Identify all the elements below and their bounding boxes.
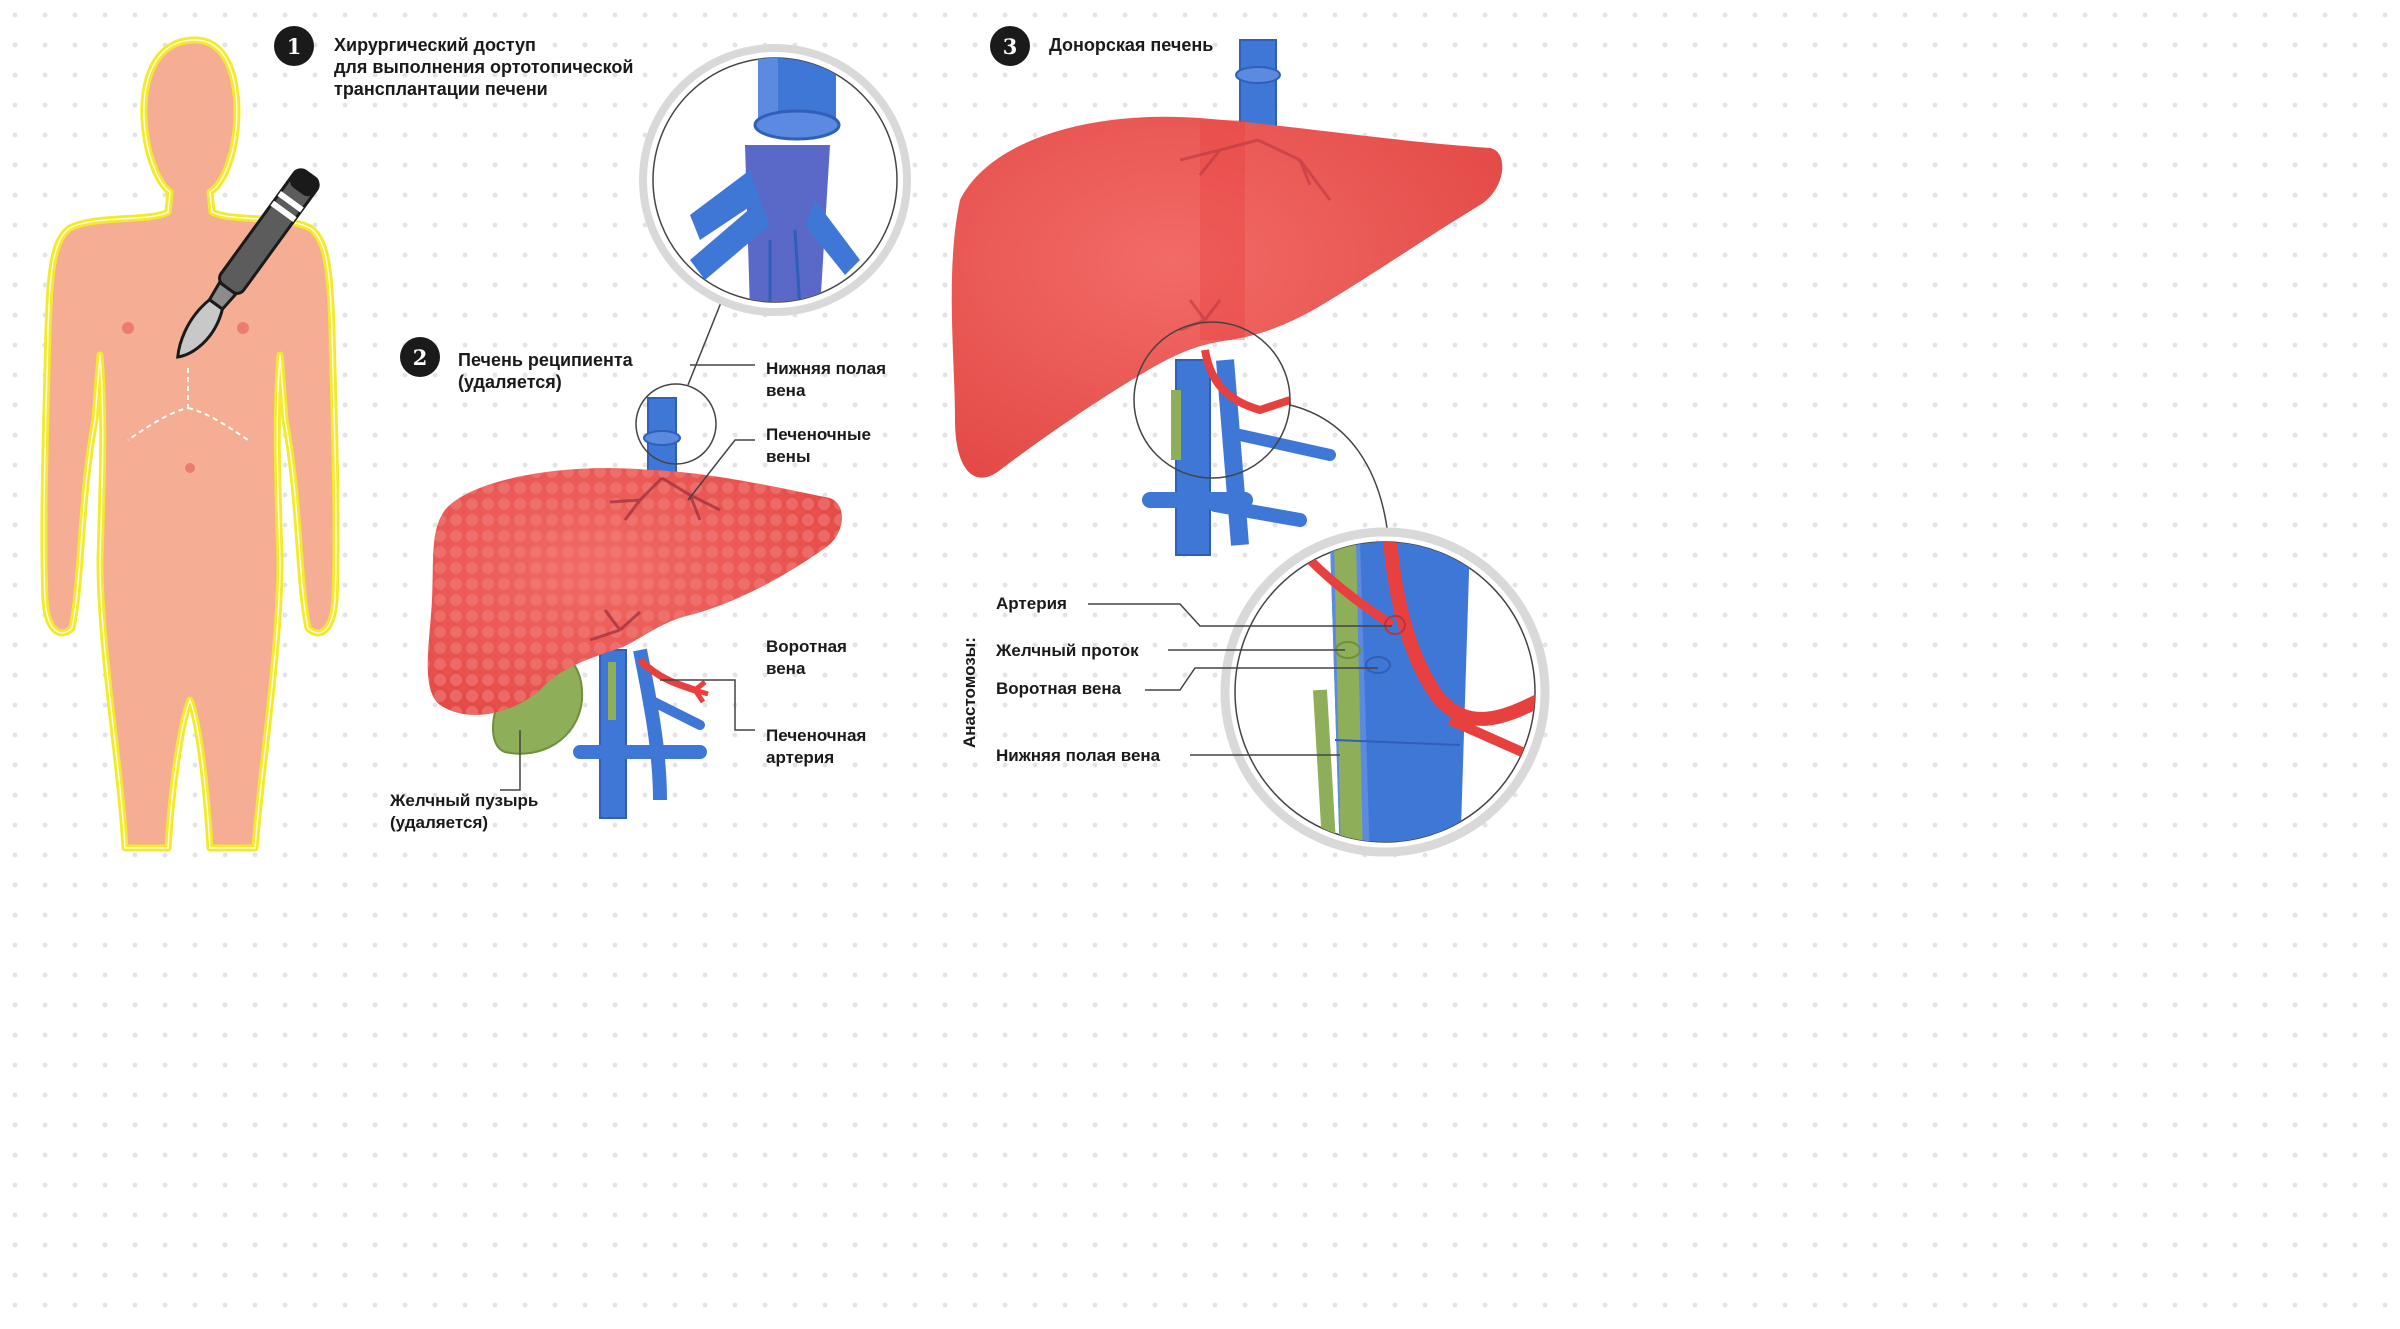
illustration (40, 36, 1550, 857)
donor-zoom-marker (1133, 321, 1291, 479)
step-2-title: Печень реципиента (удаляется) (458, 349, 633, 393)
step-2-title-line-1: Печень реципиента (458, 350, 633, 370)
anastomoses-heading: Анастомозы: (960, 637, 979, 748)
label-gallbladder: Желчный пузырь (удаляется) (390, 791, 539, 832)
anastomosis-portal-vein: Воротная вена (996, 679, 1122, 698)
label-portal-vein: Воротная вена (766, 637, 847, 678)
donor-liver (951, 116, 1503, 478)
body-outline (40, 36, 340, 852)
anastomosis-ivc: Нижняя полая вена (996, 746, 1161, 765)
scalpel-icon (176, 168, 320, 359)
anastomosis-zoom-detail (1306, 542, 1535, 842)
ivc-zoom-detail (690, 58, 860, 302)
step-1-title: Хирургический доступ для выполнения орто… (334, 34, 633, 100)
step-1-badge: 1 (274, 26, 314, 66)
recipient-zoom-marker (635, 383, 717, 465)
donor-hepatic-artery (1201, 349, 1292, 415)
step-3-badge: 3 (990, 26, 1030, 66)
step-1-title-line-2: для выполнения ортотопической (334, 57, 634, 77)
right-nipple (237, 322, 249, 334)
human-body-figure (40, 36, 340, 852)
label-hepatic-artery: Печеночная артерия (766, 726, 867, 767)
anastomosis-bile-duct: Желчный проток (996, 641, 1139, 660)
donor-portal-vein (1216, 359, 1249, 546)
step-1-title-line-3: трансплантации печени (334, 79, 548, 99)
left-nipple (122, 322, 134, 334)
donor-ivc-bottom (1175, 359, 1211, 556)
label-hepatic-veins: Печеночные вены (766, 425, 871, 466)
step-2-title-line-2: (удаляется) (458, 372, 562, 392)
recipient-liver-group (427, 397, 842, 819)
donor-hepatic-veins (1179, 138, 1332, 332)
recipient-hepatic-veins (589, 476, 721, 642)
step-2-badge: 2 (400, 337, 440, 377)
donor-liver-group (951, 39, 1503, 556)
leader-lines (500, 364, 1392, 791)
incision-line (127, 368, 249, 441)
label-inferior-vena-cava: Нижняя полая вена (766, 359, 887, 400)
navel (185, 463, 195, 473)
diagram-stage: 1 Хирургический доступ для выполнения ор… (0, 0, 1568, 868)
step-3-title: Донорская печень (1049, 35, 1214, 55)
anastomosis-artery: Артерия (996, 594, 1067, 613)
step-1-title-line-1: Хирургический доступ (334, 35, 536, 55)
